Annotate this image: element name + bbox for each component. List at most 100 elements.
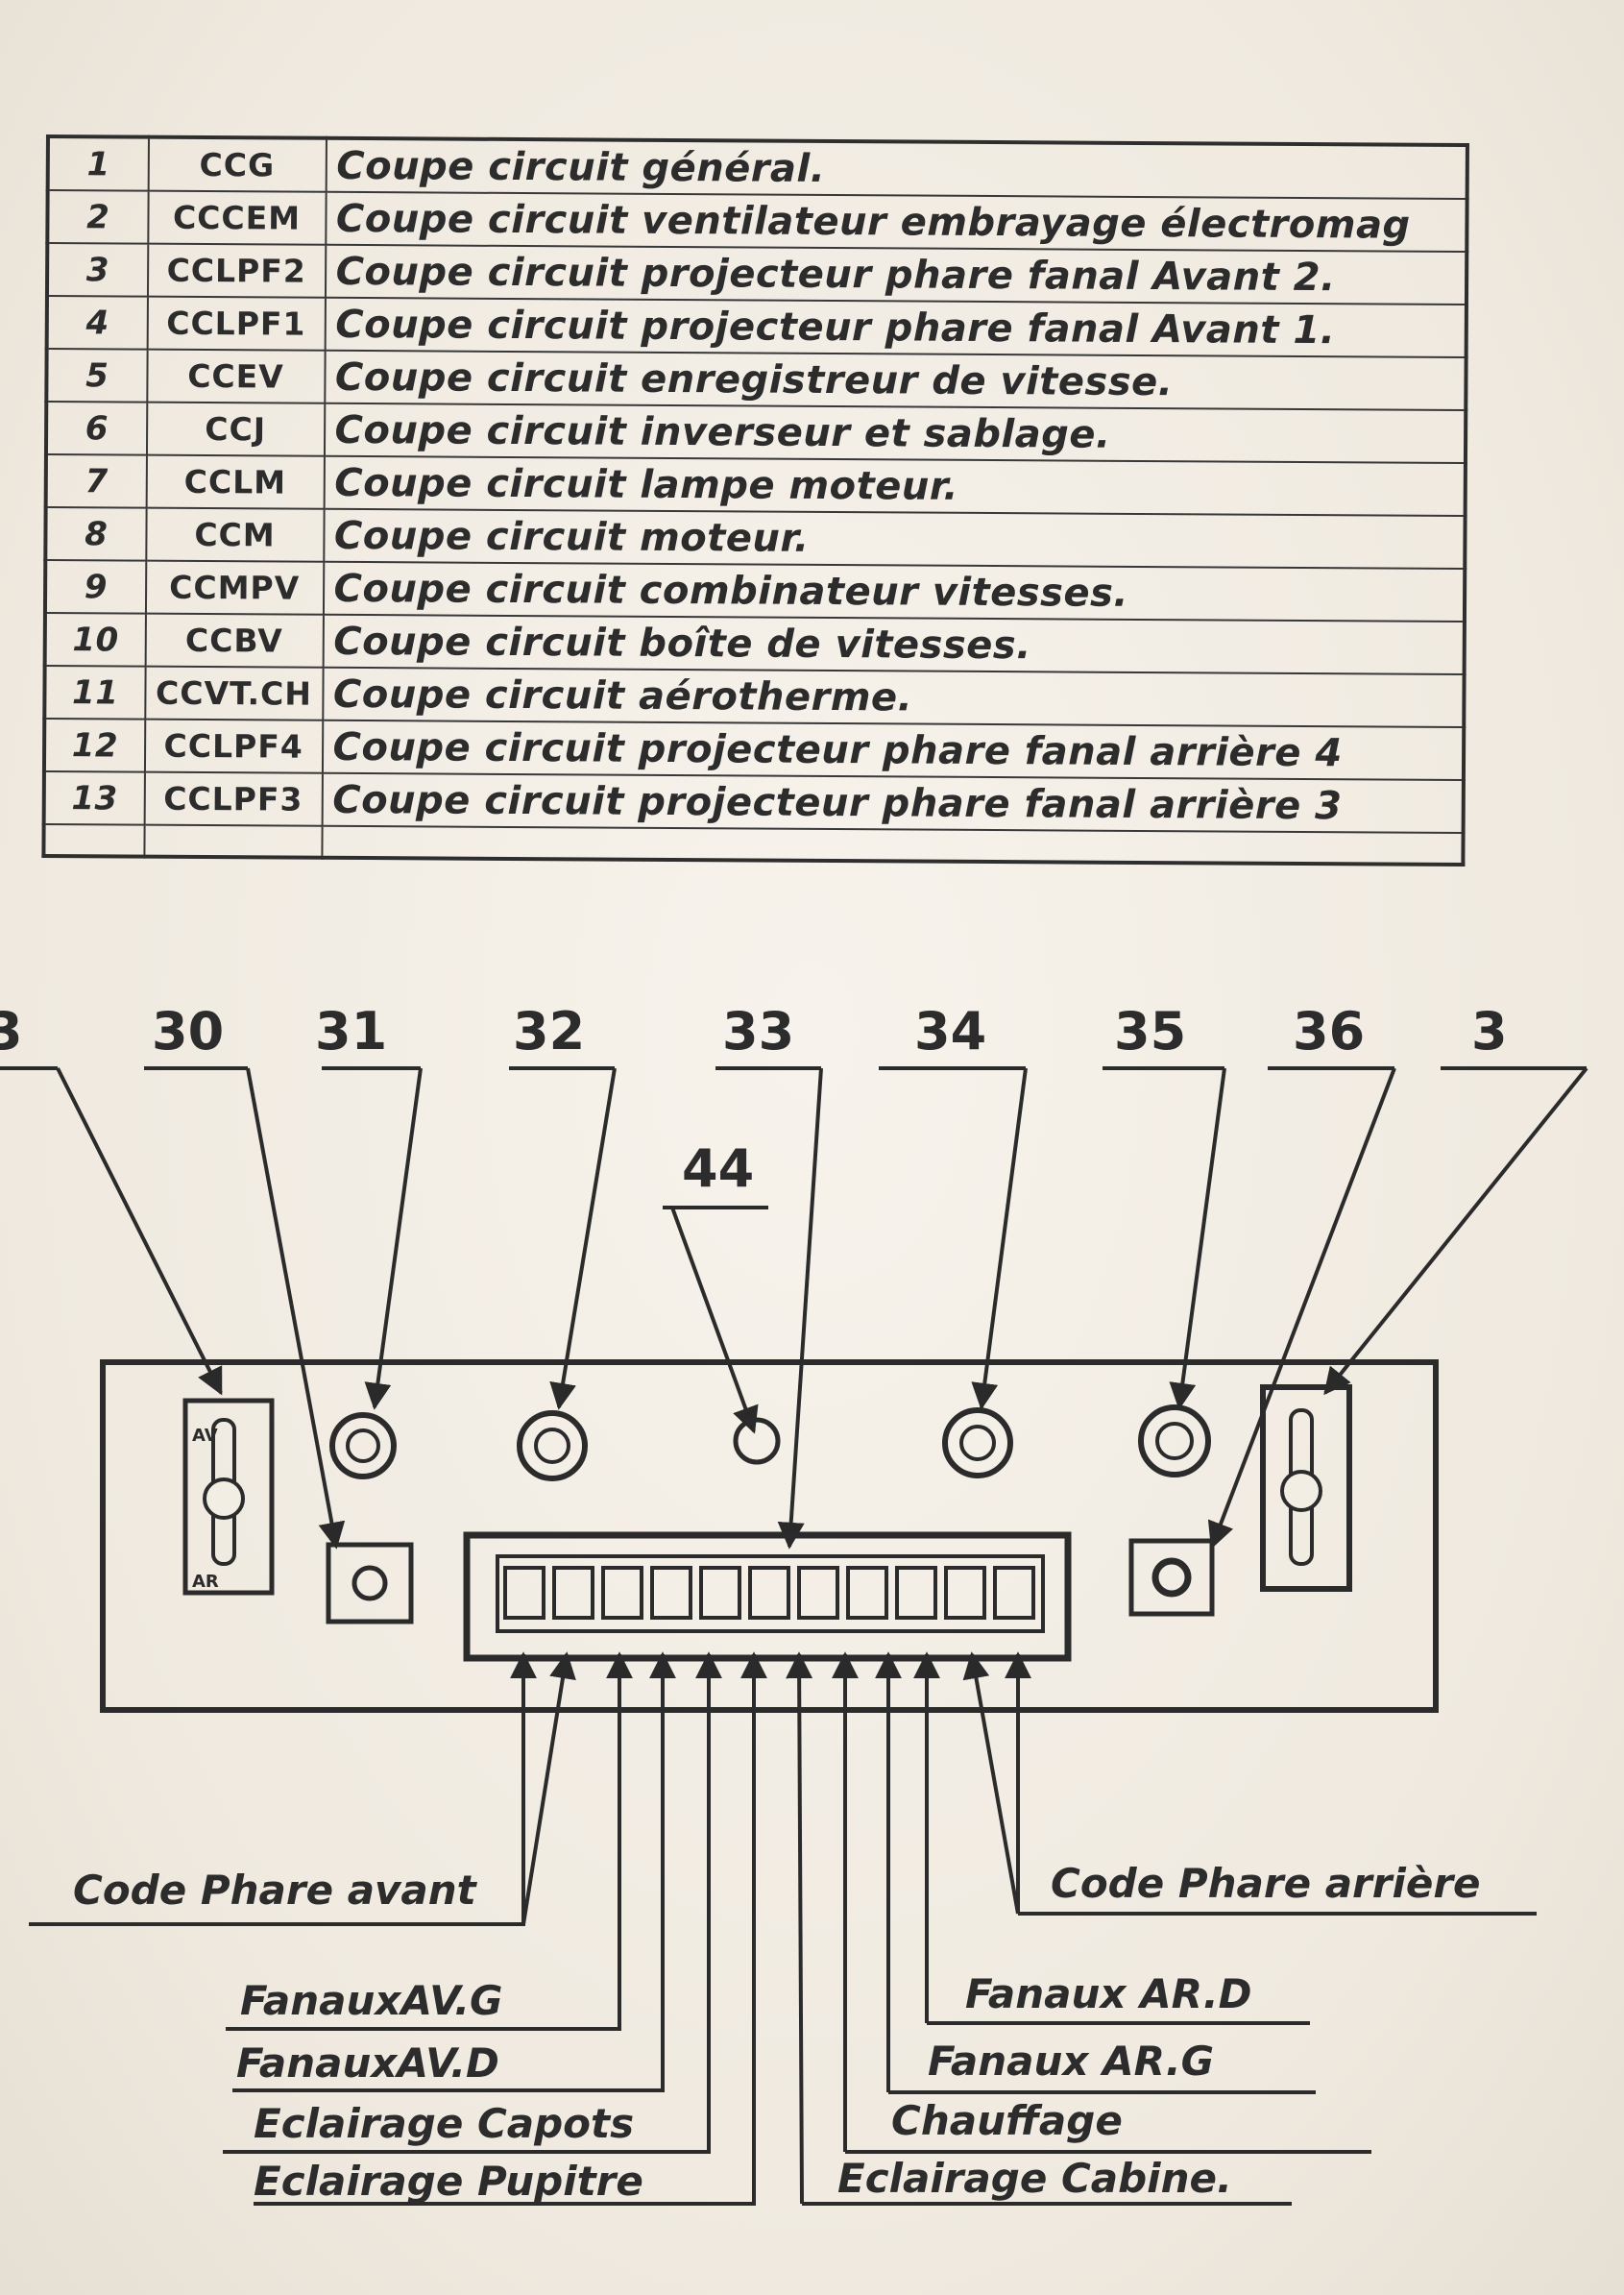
legend-empty-cell <box>144 824 323 858</box>
fuse-cell <box>699 1566 741 1620</box>
legend-row-number: 8 <box>45 507 147 561</box>
legend-row-description: Coupe circuit général. <box>326 137 1467 200</box>
legend-row-code: CCMPV <box>145 560 324 615</box>
label-fanaux-ar-g: Fanaux AR.G <box>928 2038 1214 2085</box>
legend-row-code: CCG <box>148 136 327 192</box>
switch-marking-av: AV <box>192 1426 218 1446</box>
legend-row-number: 6 <box>45 402 147 455</box>
label-fanaux-ar-d: Fanaux AR.D <box>965 1970 1252 2017</box>
switch-marking-ar: AR <box>192 1572 219 1592</box>
callout-right-edge: 3 <box>1471 1001 1508 1062</box>
fuse-cells <box>503 1566 1035 1620</box>
leader-lines <box>0 1066 1588 1550</box>
legend-row-code: CCLPF3 <box>144 771 323 826</box>
label-fanaux-av-d: FanauxAV.D <box>236 2039 499 2087</box>
legend-row-description: Coupe circuit moteur. <box>323 508 1466 570</box>
legend-row-code: CCEV <box>146 349 326 403</box>
callout-33: 33 <box>722 1001 794 1062</box>
legend-row-description: Coupe circuit projecteur phare fanal arr… <box>322 772 1464 834</box>
lamp-44 <box>733 1417 781 1465</box>
fuse-block <box>463 1531 1072 1662</box>
callout-32: 32 <box>513 1001 585 1062</box>
label-eclairage-pupitre: Eclairage Pupitre <box>254 2158 643 2205</box>
fuse-cell <box>748 1566 790 1620</box>
legend-empty-cell <box>321 825 1464 866</box>
label-code-phare-arriere: Code Phare arrière <box>1051 1860 1481 1907</box>
fuse-cell <box>944 1566 986 1620</box>
fuse-cell <box>503 1566 545 1620</box>
label-fanaux-av-g: FanauxAV.G <box>240 1977 503 2024</box>
fuse-cell <box>601 1566 643 1620</box>
legend-row-number: 12 <box>43 719 145 772</box>
fuse-cell <box>993 1566 1035 1620</box>
legend-row-number: 7 <box>45 454 147 508</box>
label-eclairage-capots: Eclairage Capots <box>254 2100 634 2147</box>
legend-row-number: 3 <box>46 243 148 297</box>
circuit-labels: Code Phare avant Code Phare arrière Fana… <box>73 1860 1481 2205</box>
lamp-34 <box>942 1407 1013 1478</box>
headlight-switch-left: AV AR <box>182 1398 275 1596</box>
legend-row-number: 10 <box>44 613 146 667</box>
label-chauffage: Chauffage <box>891 2097 1123 2144</box>
legend-row-description: Coupe circuit inverseur et sablage. <box>324 403 1466 464</box>
legend-row-description: Coupe circuit boîte de vitesses. <box>323 614 1465 675</box>
legend-row-code: CCLPF2 <box>147 243 326 298</box>
fuse-cell <box>797 1566 839 1620</box>
legend-row-number: 4 <box>46 296 148 350</box>
panel-outline <box>100 1359 1439 1713</box>
legend-row-code: CCVT.CH <box>144 666 324 720</box>
fuse-cell <box>846 1566 888 1620</box>
square-sockets <box>326 1538 1215 1624</box>
legend-row-description: Coupe circuit aérotherme. <box>322 667 1465 728</box>
legend-row-code: CCCEM <box>147 190 327 245</box>
callout-31: 31 <box>315 1001 387 1062</box>
legend-row-description: Coupe circuit projecteur phare fanal Ava… <box>325 297 1466 358</box>
legend-row-description: Coupe circuit projecteur phare fanal arr… <box>322 720 1465 781</box>
legend-row-code: CCBV <box>145 613 324 668</box>
legend-row-number: 9 <box>44 560 146 614</box>
legend-row-code: CCLPF1 <box>147 296 326 351</box>
legend-row-description: Coupe circuit lampe moteur. <box>324 455 1466 517</box>
callout-34: 34 <box>914 1001 986 1062</box>
callout-30: 30 <box>152 1001 224 1062</box>
fuse-cell <box>650 1566 692 1620</box>
panel-lamps <box>329 1404 1211 1481</box>
legend-row-number: 2 <box>47 190 149 244</box>
callout-numbers: 3 30 31 32 33 34 35 36 3 44 <box>0 1001 1508 1199</box>
control-panel: AV AR <box>100 1359 1439 1713</box>
legend-row-description: Coupe circuit combinateur vitesses. <box>323 561 1466 623</box>
legend-row-description: Coupe circuit projecteur phare fanal Ava… <box>325 244 1467 305</box>
legend-empty-cell <box>43 823 145 857</box>
lamp-31 <box>329 1412 397 1479</box>
fuse-cell <box>895 1566 937 1620</box>
panel-diagram: 3 30 31 32 33 34 35 36 3 44 <box>0 1001 1588 2206</box>
fuse-cell <box>552 1566 594 1620</box>
legend-row-code: CCJ <box>146 402 325 456</box>
legend-row-code: CCLM <box>146 454 325 509</box>
label-wires <box>29 1651 1537 2206</box>
legend-row-number: 5 <box>46 349 148 403</box>
callout-35: 35 <box>1114 1001 1186 1062</box>
socket-30 <box>326 1542 414 1624</box>
callout-44: 44 <box>682 1138 754 1199</box>
headlight-switch-right <box>1260 1384 1352 1592</box>
legend-row-code: CCM <box>145 507 325 562</box>
legend-row-description: Coupe circuit ventilateur embrayage élec… <box>325 191 1467 253</box>
legend-row-number: 1 <box>47 136 149 191</box>
